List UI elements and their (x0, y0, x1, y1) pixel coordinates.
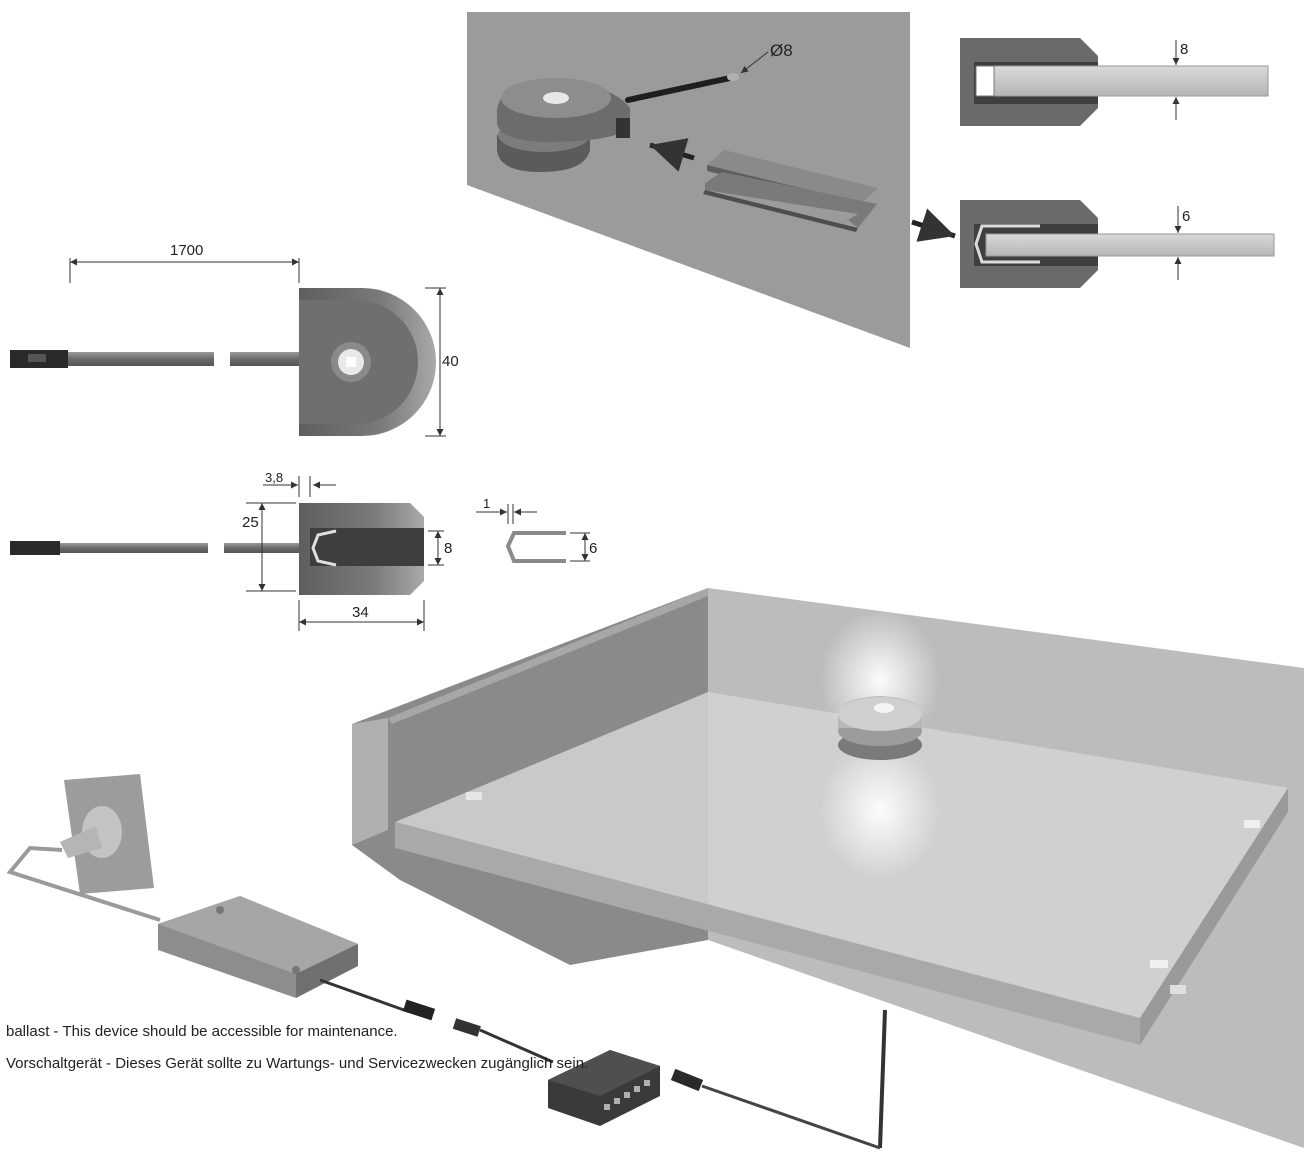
detail-glass-8mm: 8 (960, 38, 1269, 126)
glass-thickness-6-label: 6 (1182, 208, 1190, 225)
glass-thickness-8-label: 8 (1180, 41, 1188, 58)
diameter-leader (740, 51, 769, 74)
cable-segment-2 (230, 352, 300, 366)
detail-glass-6mm: 6 (960, 200, 1275, 288)
detail-arrow (911, 208, 956, 242)
diameter-label: Ø8 (770, 41, 793, 60)
width-label: 34 (352, 604, 369, 621)
slot-height-label: 8 (444, 540, 452, 557)
power-supply-chain (6, 774, 881, 1150)
clip-height-label: 6 (589, 540, 597, 557)
cable-rod (625, 75, 733, 103)
ballast-note-en: ballast - This device should be accessib… (6, 1023, 398, 1040)
lamp-iso-top (497, 78, 630, 172)
cable-down (878, 1009, 887, 1149)
power-plug (60, 826, 102, 858)
connector-2 (452, 1018, 481, 1037)
cable-segment-1 (68, 352, 214, 366)
side-view-drawing: 3,8 25 8 34 (10, 470, 452, 631)
connector-plug-side (10, 541, 60, 555)
clip-offset-label: 3,8 (265, 470, 283, 485)
glass-shelf-edge (395, 822, 1140, 1045)
ballast-note-de: Vorschaltgerät - Dieses Gerät sollte zu … (6, 1055, 589, 1072)
height-label: 40 (442, 353, 459, 370)
connector-1 (402, 999, 436, 1021)
drill-hole (727, 73, 739, 81)
side-height-label: 25 (242, 514, 259, 531)
cabinet-scene (352, 588, 1304, 1149)
lamp-on-shelf (838, 696, 922, 760)
wall-mount-scene: Ø8 (467, 12, 956, 348)
clip-thickness-label: 1 (483, 496, 490, 511)
cable-length-label: 1700 (170, 242, 203, 259)
clip-profile-drawing: 1 6 (476, 496, 597, 563)
clip-profile (505, 531, 566, 563)
top-view-drawing: 1700 40 (10, 242, 459, 437)
connector-3 (670, 1068, 704, 1092)
insert-arrow (649, 138, 695, 172)
glass-clip-iso (703, 150, 878, 232)
mains-cable (6, 845, 161, 922)
